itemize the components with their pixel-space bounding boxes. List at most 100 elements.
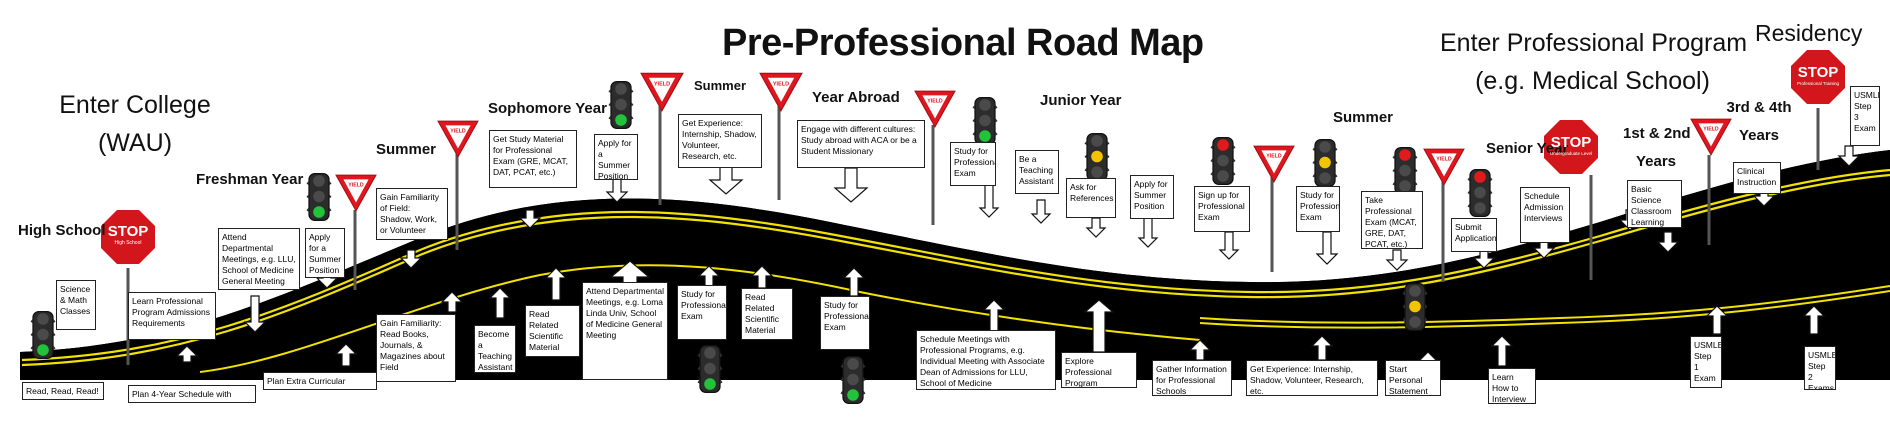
box-attend-meetings-2: Attend Departmental Meetings, e.g. Loma … [582,282,668,380]
stop-word: STOP [1797,64,1839,81]
box-apply-summer-3: Apply for Summer Position [1130,175,1174,219]
traffic-light-lamp [37,313,49,325]
stop-subtext: Professional Training [1796,81,1840,86]
box-study-material: Get Study Material for Professional Exam… [489,130,577,188]
traffic-light [29,310,57,360]
enter-college-heading: Enter College (WAU) [50,86,220,162]
box-attend-meetings-1: Attend Departmental Meetings, e.g. LLU, … [218,228,300,290]
box-sign-up-exam: Sign up for Professional Exam [1194,186,1250,232]
traffic-light-lamp [979,114,991,127]
traffic-light-lamp [37,328,49,341]
stop-word: STOP [1550,134,1592,151]
road-lane-line-lower [21,173,1890,367]
yield-sign-1 [335,174,377,212]
traffic-light-lamp [313,190,325,203]
box-plan-extracurricular: Plan Extra Curricular Activities [263,372,377,390]
traffic-light-lamp [1474,202,1486,214]
years-1-2-line-1: 1st & 2nd [1623,125,1691,142]
traffic-light-lamp [1319,156,1331,169]
summer-3-label: Summer [1333,109,1394,126]
box-read: Read, Read, Read! [22,382,104,400]
years-3-4-label: 3rd & 4th Years [1726,94,1792,150]
traffic-light-lamp [1474,186,1486,199]
traffic-light-lamp [847,389,859,401]
box-science-math: Science & Math Classes [56,280,96,330]
freshman-year-label: Freshman Year [196,171,304,188]
years-3-4-line-1: 3rd & 4th [1726,99,1792,116]
summer-1-label: Summer [376,141,437,158]
box-ask-references: Ask for References [1066,178,1116,218]
traffic-light-lamp [1091,166,1103,178]
box-get-experience-1: Get Experience: Internship, Shadow, Volu… [678,114,762,168]
box-apply-summer-1: Apply for a Summer Position [305,228,345,278]
box-basic-science: Basic Science Classroom Learning [1627,180,1682,228]
box-read-related-2: Read Related Scientific Material [741,288,793,340]
box-become-ta: Become a Teaching Assistant [474,325,516,373]
traffic-light-lamp [979,130,991,142]
stop-sign-undergraduate [1540,116,1602,178]
year-abroad-label: Year Abroad [812,89,900,106]
box-clinical: Clinical Instruction [1733,162,1781,194]
road-lane-line-upper [21,168,1890,362]
box-study-exam-2: Study for Professional Exam [820,296,870,350]
traffic-light-lamp [615,83,627,95]
traffic-light-lamp [1399,149,1411,161]
stop-sign-undergraduate-text: STOP Undergraduate Level [1544,135,1598,157]
traffic-light [971,96,999,146]
enter-college-line-2: (WAU) [97,129,173,157]
box-apply-summer-2: Apply for a Summer Position [594,134,638,180]
traffic-light [1401,282,1429,332]
junior-year-label: Junior Year [1040,92,1122,109]
box-study-exam-1: Study for Professional Exam [677,285,727,340]
enter-professional-line-1: Enter Professional Program [1440,29,1748,57]
traffic-light-lamp [1091,150,1103,163]
traffic-light-lamp [37,344,49,356]
sophomore-year-label: Sophomore Year [488,100,607,117]
traffic-light-lamp [704,378,716,390]
traffic-light-lamp [1474,171,1486,183]
traffic-light [1391,146,1419,196]
box-learn-interview: Learn How to Interview [1488,368,1536,404]
enter-professional-heading: Enter Professional Program (e.g. Medical… [1440,24,1748,100]
traffic-light-lamp [1217,154,1229,167]
traffic-light [1466,168,1494,218]
box-study-exam-4: Study for Professional Exam [1296,186,1340,232]
box-take-exam: Take Professional Exam (MCAT, GRE, DAT, … [1361,191,1423,249]
enter-professional-line-2: (e.g. Medical School) [1475,67,1710,95]
road-lane-line-bottom-1 [199,264,1201,373]
box-read-related-1: Read Related Scientific Material [525,305,580,357]
enter-college-line-1: Enter College [59,91,211,119]
traffic-light-lamp [1409,300,1421,313]
traffic-light [1083,132,1111,182]
box-explore-websites: Explore Professional Program Websites [1061,352,1137,388]
years-1-2-line-2: Years [1635,153,1677,170]
stop-word: STOP [107,223,149,240]
stop-sign-high-school [97,206,159,268]
stop-sign-high-school-text: STOP High School [101,223,155,247]
traffic-light-lamp [1217,139,1229,151]
traffic-light [839,355,867,405]
years-1-2-label: 1st & 2nd Years [1623,120,1691,176]
traffic-light-lamp [1399,180,1411,192]
traffic-light [696,344,724,394]
box-engage-cultures: Engage with different cultures: Study ab… [797,120,925,168]
box-usmle-3: USMLE Step 3 Exam [1850,86,1880,146]
box-start-statement: Start Personal Statement [1385,360,1441,396]
stop-subtext: High School [114,240,142,246]
traffic-light-lamp [1319,141,1331,153]
box-gain-familiarity-read: Gain Familiarity: Read Books, Journals, … [376,314,456,382]
stop-subtext: Undergraduate Level [1549,151,1593,156]
traffic-light-lamp [847,358,859,370]
traffic-light-lamp [313,175,325,187]
yield-sign-2 [437,120,479,158]
traffic-light-lamp [1319,172,1331,184]
box-study-exam-3: Study for Professional Exam [950,142,996,186]
traffic-light [305,172,333,222]
yield-sign-7 [1423,148,1465,186]
traffic-light [1311,138,1339,188]
road-lane-line-bottom-2 [1199,285,1890,324]
traffic-light-lamp [847,373,859,386]
residency-heading: Residency [1755,20,1863,46]
box-plan-schedule: Plan 4-Year Schedule with Advisor [128,385,256,403]
